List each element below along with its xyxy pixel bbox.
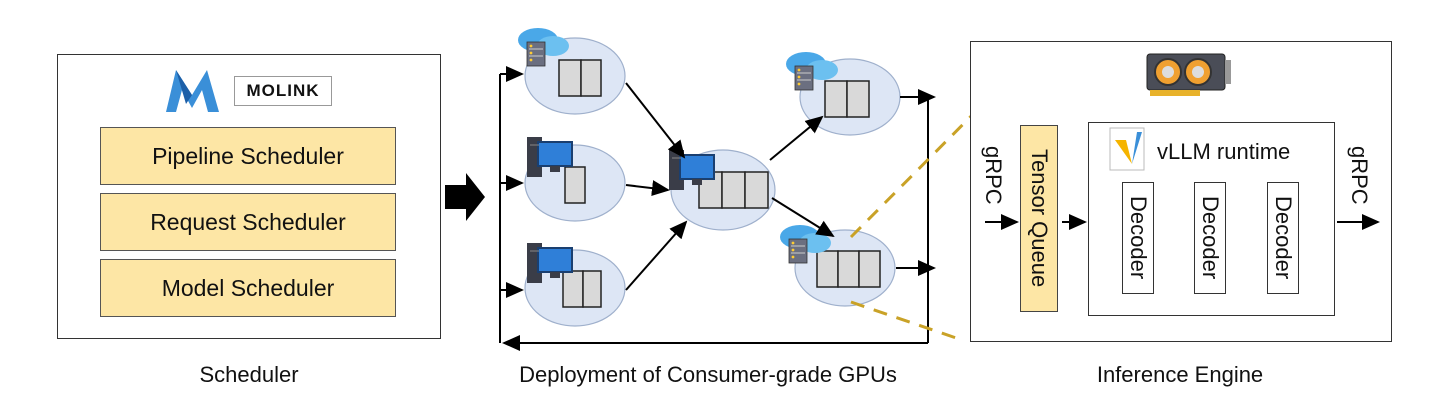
model-scheduler-box: Model Scheduler [100, 259, 396, 317]
connection-arrows [499, 66, 936, 351]
inference-engine-caption: Inference Engine [1096, 362, 1264, 387]
decoder-box [1194, 182, 1226, 294]
cloud-server-icon [780, 225, 831, 264]
grpc-input-label: gRPC [981, 145, 1006, 205]
decoder-label: Decoder [1126, 196, 1151, 280]
decoder-box [1267, 182, 1299, 294]
tensor-queue-label: Tensor Queue [1027, 149, 1052, 288]
tensor-queue-box [1020, 125, 1058, 312]
request-scheduler-box: Request Scheduler [100, 193, 396, 251]
decoder-box [1122, 182, 1154, 294]
grpc-output-label: gRPC [1347, 145, 1372, 205]
pipeline-scheduler-box: Pipeline Scheduler [100, 127, 396, 185]
decoder-label: Decoder [1271, 196, 1296, 280]
cloud-server-icon [518, 28, 569, 67]
deployment-caption: Deployment of Consumer-grade GPUs [519, 362, 897, 387]
desktop-pc-icon [669, 150, 715, 190]
molink-logo-text: MOLINK [234, 76, 332, 106]
decoder-label: Decoder [1198, 196, 1223, 280]
desktop-pc-icon [527, 137, 573, 177]
cloud-server-icon [786, 52, 838, 91]
scheduler-caption: Scheduler [199, 362, 299, 387]
desktop-pc-icon [527, 243, 573, 283]
vllm-runtime-label: vLLM runtime [1157, 139, 1291, 164]
